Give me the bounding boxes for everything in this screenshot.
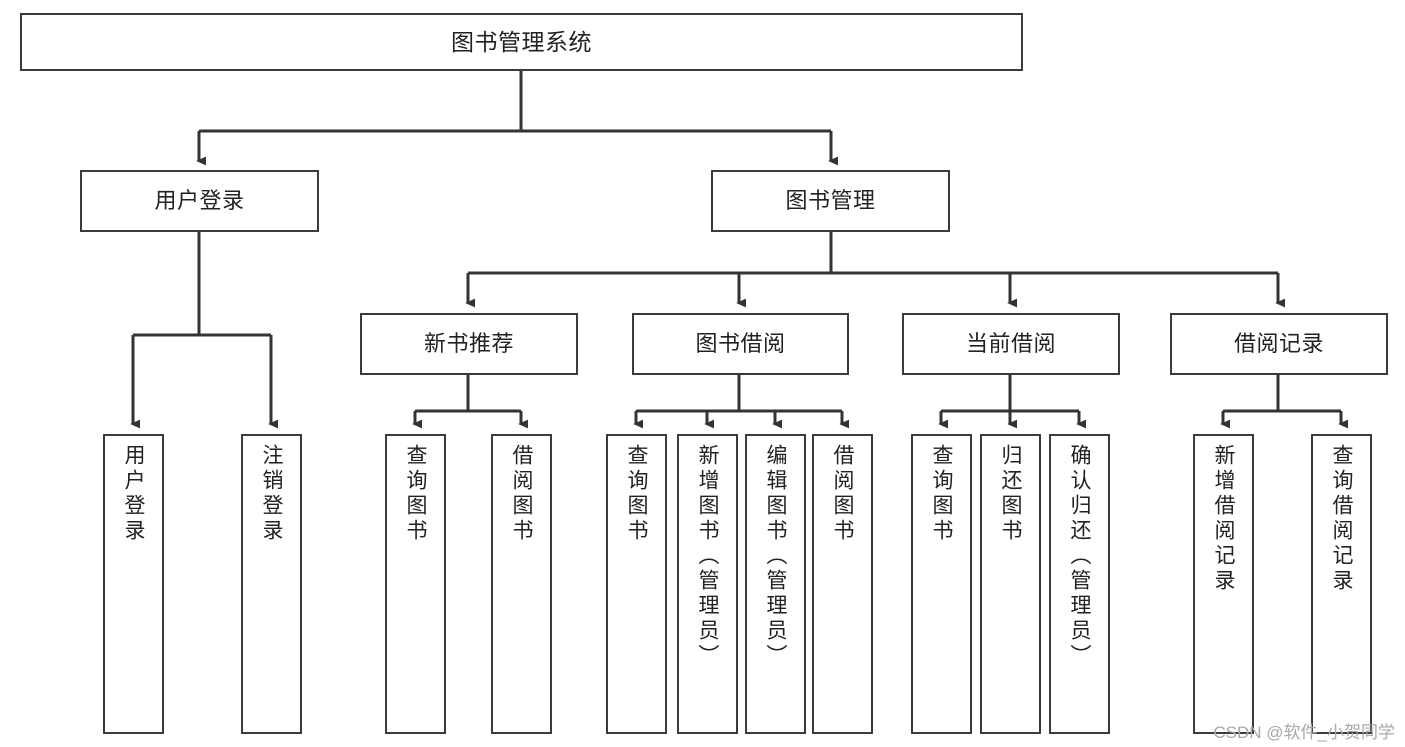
node-user-login[interactable]: 用户登录 <box>80 170 319 232</box>
node-root-label: 图书管理系统 <box>451 28 592 55</box>
node-leaf-borrow-book-2[interactable]: 借阅图书 <box>812 434 873 734</box>
node-leaf-user-login-label: 用户登录 <box>122 444 145 544</box>
node-leaf-confirm-return-label: 确认归还（管理员） <box>1068 444 1091 669</box>
node-leaf-user-login[interactable]: 用户登录 <box>103 434 164 734</box>
node-leaf-edit-book-label: 编辑图书（管理员） <box>764 444 787 669</box>
node-book-management-label: 图书管理 <box>785 188 876 214</box>
node-leaf-add-record-label: 新增借阅记录 <box>1212 444 1235 594</box>
node-book-borrow-label: 图书借阅 <box>695 331 786 357</box>
node-leaf-query-record[interactable]: 查询借阅记录 <box>1311 434 1372 734</box>
node-borrow-record[interactable]: 借阅记录 <box>1170 313 1388 375</box>
node-current-borrow[interactable]: 当前借阅 <box>902 313 1120 375</box>
node-leaf-query-book-1-label: 查询图书 <box>404 444 427 544</box>
node-user-login-label: 用户登录 <box>154 188 245 214</box>
node-leaf-query-book-3-label: 查询图书 <box>930 444 953 544</box>
node-leaf-add-book-label: 新增图书（管理员） <box>696 444 719 669</box>
node-leaf-edit-book[interactable]: 编辑图书（管理员） <box>745 434 806 734</box>
node-leaf-return-book-label: 归还图书 <box>999 444 1022 544</box>
node-leaf-query-book-2[interactable]: 查询图书 <box>606 434 667 734</box>
node-borrow-record-label: 借阅记录 <box>1233 331 1324 357</box>
node-root-system[interactable]: 图书管理系统 <box>20 13 1023 71</box>
node-leaf-query-book-1[interactable]: 查询图书 <box>385 434 446 734</box>
node-leaf-add-record[interactable]: 新增借阅记录 <box>1193 434 1254 734</box>
node-leaf-borrow-book-1[interactable]: 借阅图书 <box>491 434 552 734</box>
node-leaf-borrow-book-2-label: 借阅图书 <box>831 444 854 544</box>
node-book-management[interactable]: 图书管理 <box>711 170 950 232</box>
node-leaf-confirm-return[interactable]: 确认归还（管理员） <box>1049 434 1110 734</box>
node-leaf-logout-login[interactable]: 注销登录 <box>241 434 302 734</box>
node-leaf-add-book[interactable]: 新增图书（管理员） <box>677 434 738 734</box>
node-book-borrow[interactable]: 图书借阅 <box>632 313 849 375</box>
node-leaf-logout-login-label: 注销登录 <box>260 444 283 544</box>
node-leaf-borrow-book-1-label: 借阅图书 <box>510 444 533 544</box>
node-leaf-query-record-label: 查询借阅记录 <box>1330 444 1353 594</box>
watermark-text: CSDN @软件_小贺同学 <box>1213 723 1395 742</box>
node-new-book-recommend[interactable]: 新书推荐 <box>360 313 578 375</box>
node-leaf-query-book-3[interactable]: 查询图书 <box>911 434 972 734</box>
node-current-borrow-label: 当前借阅 <box>965 331 1056 357</box>
node-leaf-return-book[interactable]: 归还图书 <box>980 434 1041 734</box>
node-leaf-query-book-2-label: 查询图书 <box>625 444 648 544</box>
node-new-book-recommend-label: 新书推荐 <box>423 331 514 357</box>
